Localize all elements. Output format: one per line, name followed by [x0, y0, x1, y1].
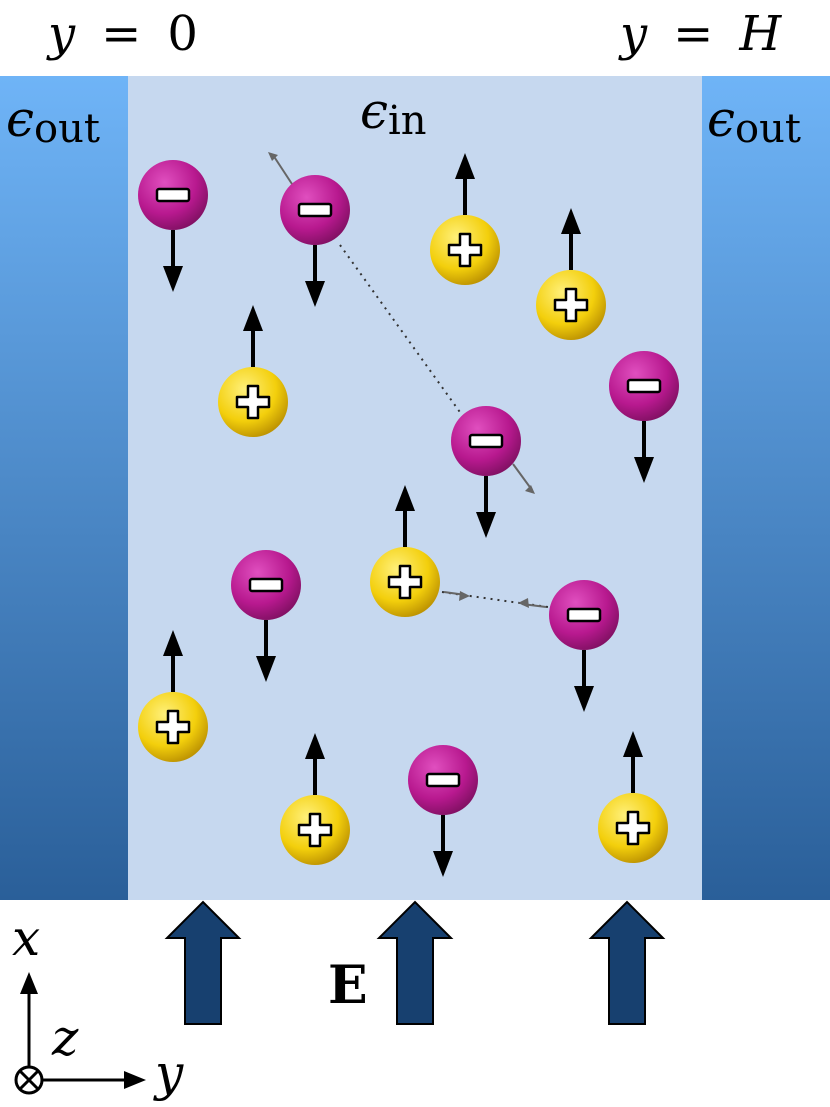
plus-sign-icon — [615, 810, 651, 846]
field-arrow-1 — [164, 900, 242, 1025]
anion — [138, 160, 208, 292]
plus-sign-icon — [155, 709, 191, 745]
plus-sign-icon — [447, 232, 483, 268]
cation — [370, 485, 440, 617]
left-wall — [0, 76, 128, 900]
cation — [536, 208, 606, 340]
anion — [609, 351, 679, 483]
minus-sign-icon — [626, 378, 662, 394]
axis-y-label: y — [153, 1044, 184, 1102]
axis-z-label: z — [51, 1009, 79, 1067]
field-label: E — [328, 955, 368, 1016]
wall-left-label: y = 0 — [46, 6, 198, 62]
anion — [408, 745, 478, 877]
plus-sign-icon — [297, 812, 333, 848]
field-arrow-3 — [588, 900, 666, 1025]
into-page-icon — [14, 1065, 44, 1095]
plus-sign-icon — [235, 384, 271, 420]
cation — [598, 731, 668, 863]
axis-x-label: x — [12, 909, 40, 967]
anion — [451, 406, 521, 538]
field-arrows — [164, 900, 666, 1025]
minus-sign-icon — [468, 433, 504, 449]
minus-sign-icon — [297, 202, 333, 218]
field-arrow-2 — [376, 900, 454, 1025]
eps-out-left-label: ϵout — [6, 90, 100, 152]
anion — [549, 580, 619, 712]
cation — [138, 630, 208, 762]
right-wall — [702, 76, 830, 900]
eps-out-right-label: ϵout — [707, 90, 801, 152]
plus-sign-icon — [387, 564, 423, 600]
cation — [280, 733, 350, 865]
minus-sign-icon — [425, 772, 461, 788]
coordinate-axes — [14, 972, 146, 1095]
interaction-pair-1 — [268, 152, 535, 494]
minus-sign-icon — [248, 577, 284, 593]
ions-layer — [138, 153, 679, 877]
minus-sign-icon — [155, 187, 191, 203]
plus-sign-icon — [553, 287, 589, 323]
cation — [430, 153, 500, 285]
wall-right-label: y = H — [618, 6, 782, 62]
cation — [218, 305, 288, 437]
minus-sign-icon — [566, 607, 602, 623]
interaction-pair-2 — [441, 591, 549, 608]
eps-in-label: ϵin — [360, 82, 427, 144]
anion — [280, 175, 350, 307]
anion — [231, 550, 301, 682]
